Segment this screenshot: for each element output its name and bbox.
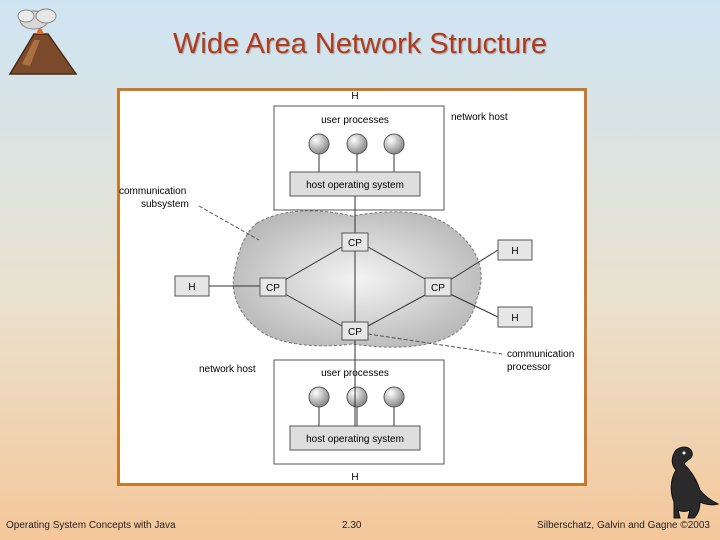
cp-top-label: CP (348, 238, 362, 249)
user-process-icon (346, 386, 368, 408)
h-right-top-box (497, 239, 533, 261)
cp-right-box (424, 277, 452, 297)
user-process-icon (308, 133, 330, 155)
h-left-label: H (188, 282, 195, 293)
cp-top-box (341, 232, 369, 252)
host-os-box-top (289, 171, 421, 197)
user-process-icon (346, 133, 368, 155)
bottom-host-label: H (351, 472, 358, 483)
network-host-label-top: network host (451, 112, 508, 123)
footer-page-number: 2.30 (342, 520, 362, 531)
communication-processor-label: communication processor (507, 349, 577, 373)
communication-subsystem-label: communication subsystem (119, 186, 189, 210)
cp-bottom-box (341, 321, 369, 341)
cp-left-label: CP (266, 283, 280, 294)
wan-diagram: H network host user processes host opera… (119, 91, 577, 483)
footer-right: Silberschatz, Galvin and Gagne ©2003 (536, 520, 710, 531)
cp-right-label: CP (431, 283, 445, 294)
cp-bottom-label: CP (348, 327, 362, 338)
footer-left: Operating System Concepts with Java (6, 520, 176, 531)
dinosaur-icon (670, 446, 720, 519)
h-right-bottom-box (497, 306, 533, 328)
network-host-label-bottom: network host (199, 364, 256, 375)
h-right-bottom-label: H (511, 313, 518, 324)
host-os-bottom: host operating system (306, 434, 404, 445)
user-processes-top: user processes (321, 115, 389, 126)
host-os-top: host operating system (306, 180, 404, 191)
communication-subsystem-cloud (232, 210, 482, 348)
cp-left-box (259, 277, 287, 297)
volcano-icon (8, 8, 78, 75)
user-process-icon (383, 133, 405, 155)
top-host-label: H (351, 91, 358, 102)
user-process-icon (383, 386, 405, 408)
user-process-icon (308, 386, 330, 408)
host-os-box-bottom (289, 425, 421, 451)
h-right-top-label: H (511, 246, 518, 257)
slide-title: Wide Area Network Structure (173, 28, 547, 60)
h-left-box (174, 275, 210, 297)
